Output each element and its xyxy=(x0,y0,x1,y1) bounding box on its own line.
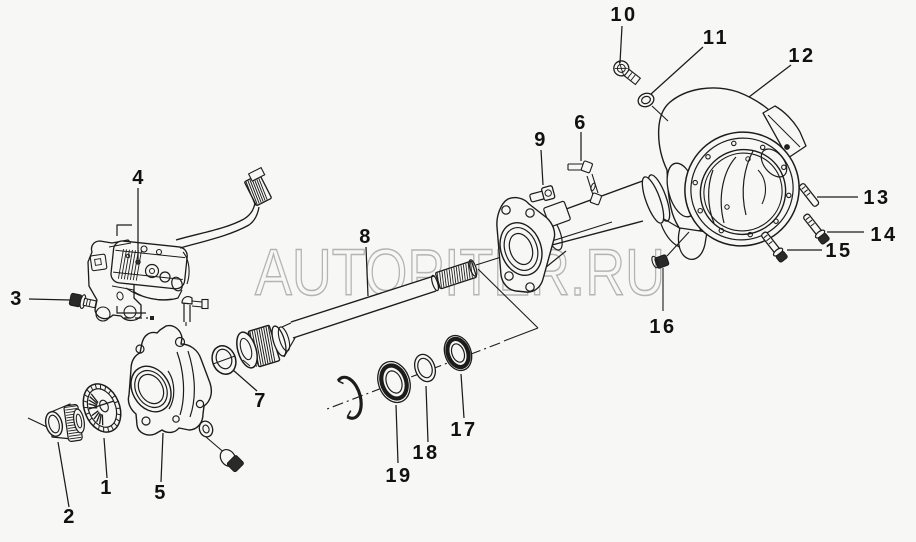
svg-text:12: 12 xyxy=(788,45,815,67)
svg-text:1: 1 xyxy=(100,477,114,499)
svg-text:14: 14 xyxy=(870,224,897,246)
svg-text:7: 7 xyxy=(254,390,268,412)
svg-text:17: 17 xyxy=(450,419,477,441)
svg-text:18: 18 xyxy=(412,442,439,464)
svg-text:2: 2 xyxy=(63,506,77,528)
svg-text:8: 8 xyxy=(359,226,373,248)
svg-text:5: 5 xyxy=(154,482,168,504)
svg-text:3: 3 xyxy=(10,288,24,310)
svg-text:4: 4 xyxy=(132,167,146,189)
svg-text:13: 13 xyxy=(863,187,890,209)
svg-text:10: 10 xyxy=(610,4,637,26)
svg-text:6: 6 xyxy=(574,112,588,134)
svg-text:15: 15 xyxy=(825,240,852,262)
svg-text:9: 9 xyxy=(534,129,548,151)
svg-text:19: 19 xyxy=(385,465,412,487)
svg-text:16: 16 xyxy=(649,316,676,338)
svg-text:11: 11 xyxy=(703,27,729,49)
